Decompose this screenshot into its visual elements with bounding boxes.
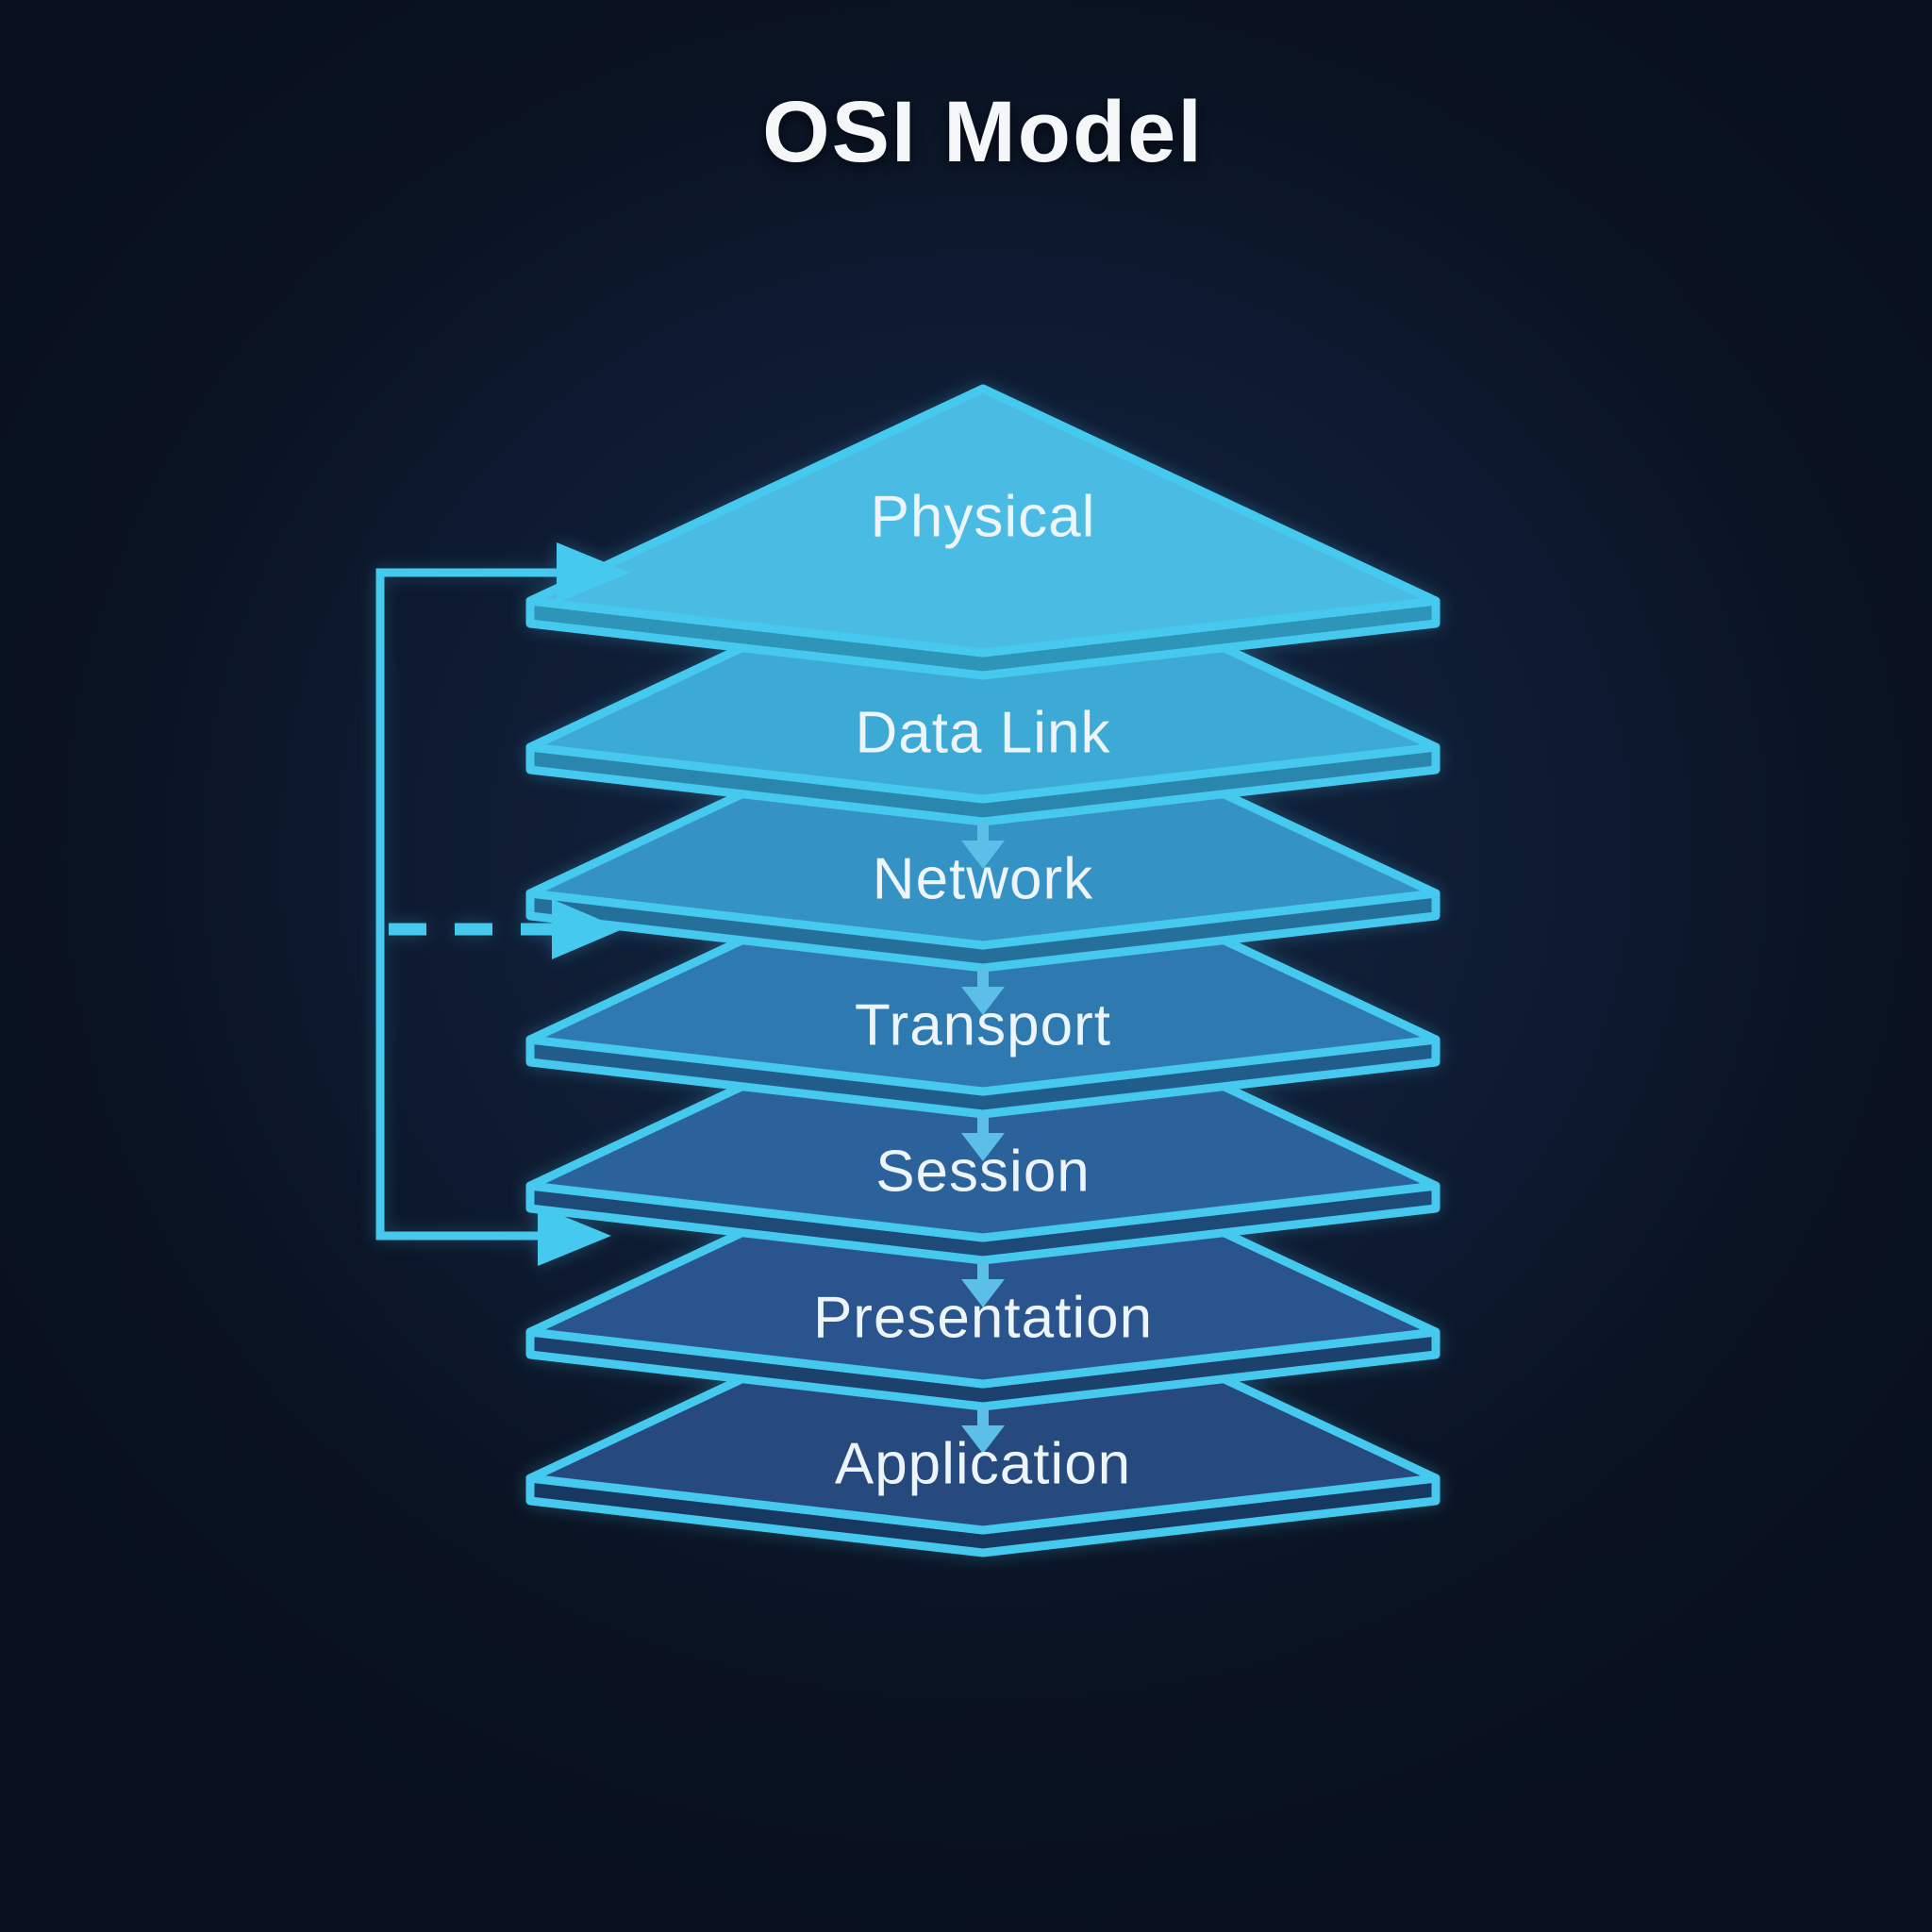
layer-label-transport: Transport [855,992,1111,1058]
dashed-connector-arrowhead [552,899,623,959]
skip-loop-line [375,568,558,1241]
down-arrow-stem-network-to-transport [977,968,989,991]
skip-loop-arrowhead-bottom [538,1206,611,1266]
down-arrow-head-transport-to-session [961,1133,1005,1161]
diagram-title: OSI Model [762,84,1204,180]
down-arrow-head-session-to-presentation [961,1279,1005,1307]
down-arrow-head-network-to-transport [961,987,1005,1015]
down-arrow-stem-presentation-to-application [977,1407,989,1429]
layer-label-application: Application [835,1431,1131,1496]
down-arrow-stem-data-link-to-network [977,822,989,844]
down-arrow-stem-transport-to-session [977,1114,989,1137]
layer-label-data-link: Data Link [856,700,1111,765]
down-arrow-head-data-link-to-network [961,841,1005,869]
layer-label-presentation: Presentation [813,1285,1153,1350]
layer-label-physical: Physical [871,484,1096,549]
down-arrow-stem-session-to-presentation [977,1260,989,1283]
skip-loop-arrowhead-top [557,542,630,603]
layer-plate-physical [525,384,1441,658]
layer-label-network: Network [873,846,1093,911]
down-arrow-head-presentation-to-application [961,1425,1005,1454]
layer-label-session: Session [875,1139,1091,1204]
